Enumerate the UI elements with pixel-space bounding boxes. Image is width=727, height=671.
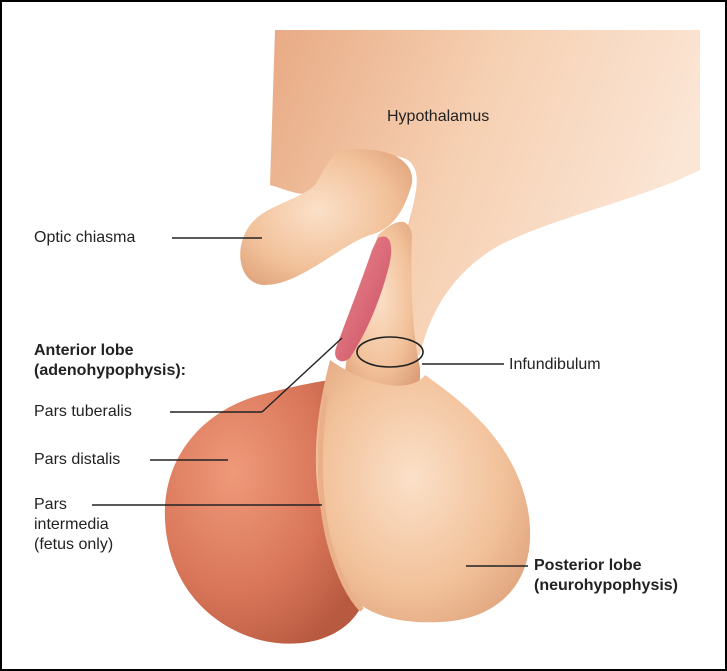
label-optic-chiasma: Optic chiasma bbox=[34, 228, 135, 248]
label-pars-tuberalis: Pars tuberalis bbox=[34, 402, 132, 422]
label-pars-distalis: Pars distalis bbox=[34, 450, 120, 470]
label-neurohypophysis: (neurohypophysis) bbox=[534, 576, 678, 596]
label-pars-intermedia-3: (fetus only) bbox=[34, 535, 113, 555]
label-pars-intermedia-2: intermedia bbox=[34, 515, 109, 535]
label-infundibulum: Infundibulum bbox=[509, 355, 601, 375]
label-posterior-lobe: Posterior lobe bbox=[534, 556, 642, 576]
label-hypothalamus: Hypothalamus bbox=[387, 107, 489, 127]
label-anterior-lobe: Anterior lobe bbox=[34, 341, 134, 361]
label-adenohypophysis: (adenohypophysis): bbox=[34, 361, 186, 381]
label-pars-intermedia-1: Pars bbox=[34, 495, 67, 515]
posterior-lobe-shape bbox=[316, 360, 530, 622]
